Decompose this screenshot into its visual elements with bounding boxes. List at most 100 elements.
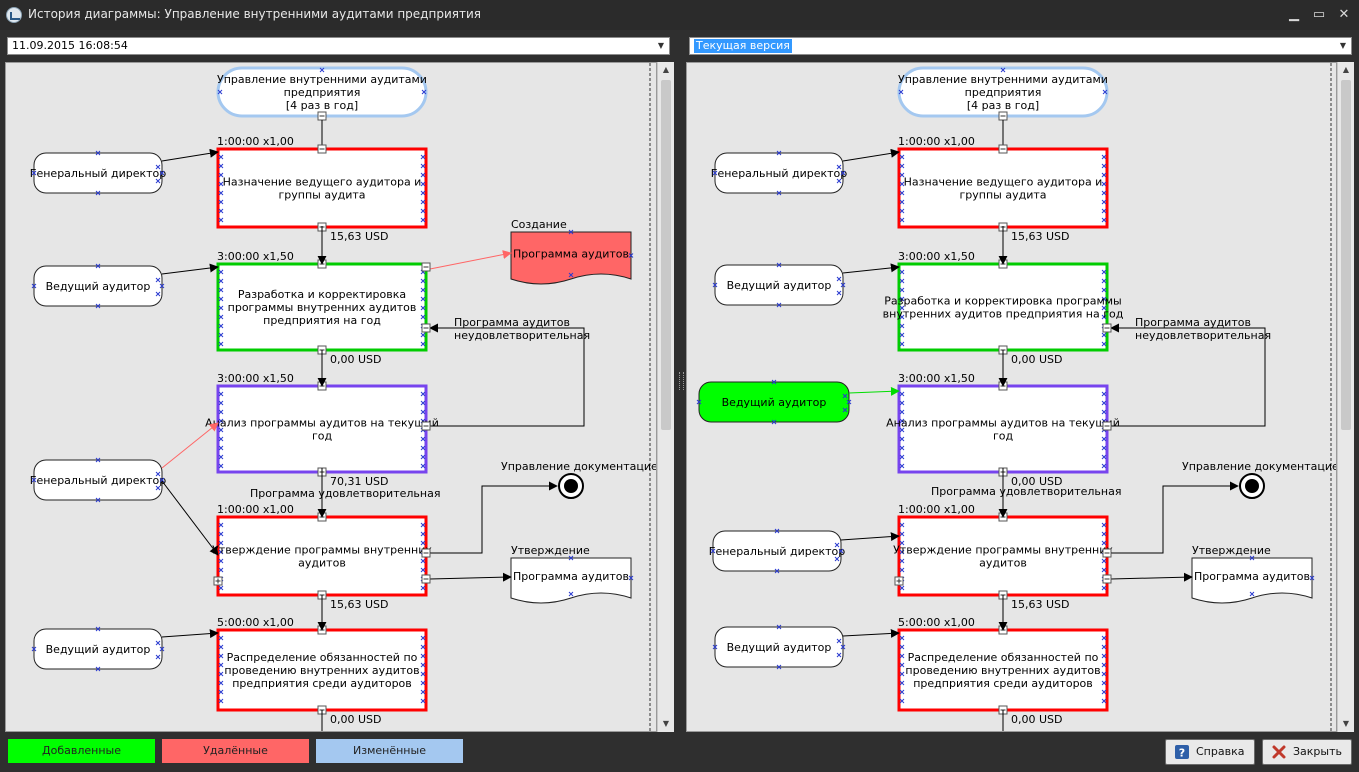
connector-line — [842, 263, 900, 274]
anchor-point-icon — [568, 591, 574, 597]
process-cost: 15,63 USD — [330, 230, 389, 243]
role-label-line: Ведущий аудитор — [722, 396, 827, 409]
anchor-point-icon — [420, 567, 426, 573]
anchor-point-icon — [218, 314, 224, 320]
anchor-point-icon — [1101, 296, 1107, 302]
process-label-line: Утверждение программы внутренних — [893, 544, 1113, 557]
close-button[interactable]: Закрыть — [1262, 739, 1352, 765]
anchor-point-icon — [1309, 575, 1315, 581]
process-label-line: Разработка и корректировка программы — [884, 295, 1121, 308]
anchor-point-icon — [1101, 689, 1107, 695]
anchor-point-icon — [899, 644, 905, 650]
anchor-point-icon — [840, 644, 846, 650]
anchor-point-icon — [95, 190, 101, 196]
document-node[interactable] — [510, 231, 632, 285]
anchor-point-icon — [776, 664, 782, 670]
anchor-point-icon — [1101, 522, 1107, 528]
anchor-point-icon — [420, 409, 426, 415]
anchor-point-icon — [899, 305, 905, 311]
anchor-point-icon — [1101, 217, 1107, 223]
process-node[interactable] — [216, 384, 428, 474]
role-label-line: Генеральный директор — [30, 474, 166, 487]
splitter-grip-icon[interactable] — [679, 372, 684, 390]
process-cost: 0,00 USD — [330, 353, 382, 366]
scroll-down-icon[interactable]: ▼ — [662, 719, 670, 728]
process-time: 5:00:00 x1,00 — [898, 616, 975, 629]
anchor-point-icon — [1101, 190, 1107, 196]
scroll-down-icon[interactable]: ▼ — [1342, 719, 1350, 728]
anchor-point-icon — [218, 181, 224, 187]
chevron-down-icon[interactable]: ▼ — [657, 41, 665, 50]
scroll-up-icon[interactable]: ▲ — [662, 65, 670, 74]
process-label-line: год — [993, 430, 1014, 443]
right-version-select[interactable]: Текущая версия ▼ — [689, 37, 1352, 55]
left-version-value: 11.09.2015 16:08:54 — [12, 39, 128, 52]
process-node[interactable] — [216, 147, 428, 229]
left-version-select[interactable]: 11.09.2015 16:08:54 ▼ — [7, 37, 670, 55]
process-time-line: 5:00:00 x1,00 — [898, 616, 975, 629]
anchor-point-icon — [218, 567, 224, 573]
minimize-button[interactable]: ▁ — [1289, 7, 1299, 22]
title-bar: История диаграммы: Управление внутренним… — [0, 0, 1359, 30]
anchor-point-icon — [218, 296, 224, 302]
anchor-point-icon — [1101, 181, 1107, 187]
process-node[interactable] — [897, 262, 1109, 352]
start-event-label-line: Управление внутренними аудитами — [217, 73, 427, 86]
document-node[interactable] — [510, 557, 632, 604]
anchor-point-icon — [1101, 305, 1107, 311]
anchor-point-icon — [1101, 208, 1107, 214]
anchor-point-icon — [712, 170, 718, 176]
anchor-point-icon — [899, 332, 905, 338]
anchor-point-icon — [899, 163, 905, 169]
anchor-point-icon — [217, 89, 223, 95]
anchor-point-icon — [155, 277, 161, 283]
legend-added: Добавленные — [8, 739, 155, 763]
process-time-line: 5:00:00 x1,00 — [217, 616, 294, 629]
start-event-label-line: [4 раз в год] — [967, 99, 1039, 112]
anchor-point-icon — [155, 291, 161, 297]
process-cost: 0,00 USD — [1011, 713, 1063, 726]
anchor-point-icon — [1101, 445, 1107, 451]
maximize-button[interactable]: ▭ — [1312, 7, 1326, 22]
anchor-point-icon — [420, 445, 426, 451]
process-cost-line: 0,00 USD — [330, 713, 382, 726]
anchor-point-icon — [420, 671, 426, 677]
process-label-line: внутренних аудитов предприятия на год — [883, 308, 1124, 321]
help-button[interactable]: ? Справка — [1165, 739, 1255, 765]
process-node[interactable] — [897, 384, 1109, 474]
document-caption-line: Утверждение — [511, 544, 590, 557]
anchor-point-icon — [420, 689, 426, 695]
window-title: История диаграммы: Управление внутренним… — [28, 7, 481, 21]
left-scrollbar[interactable]: ▲ ▼ — [657, 62, 674, 732]
scroll-up-icon[interactable]: ▲ — [1342, 65, 1350, 74]
anchor-point-icon — [836, 178, 842, 184]
anchor-point-icon — [95, 263, 101, 269]
anchor-point-icon — [899, 445, 905, 451]
right-scrollbar[interactable]: ▲ ▼ — [1337, 62, 1354, 732]
anchor-point-icon — [420, 653, 426, 659]
process-label-line: Назначение ведущего аудитора и — [904, 176, 1103, 189]
anchor-point-icon — [31, 170, 37, 176]
anchor-point-icon — [420, 278, 426, 284]
anchor-point-icon — [771, 419, 777, 425]
chevron-down-icon[interactable]: ▼ — [1339, 41, 1347, 50]
document-node[interactable] — [1191, 557, 1313, 604]
anchor-point-icon — [95, 150, 101, 156]
anchor-point-icon — [899, 172, 905, 178]
anchor-point-icon — [776, 302, 782, 308]
left-scroll-thumb[interactable] — [661, 80, 671, 430]
right-scroll-thumb[interactable] — [1341, 80, 1351, 430]
pane-splitter[interactable] — [677, 62, 685, 732]
process-time: 1:00:00 x1,00 — [898, 503, 975, 516]
anchor-point-icon — [155, 178, 161, 184]
close-window-button[interactable]: ✕ — [1338, 7, 1350, 22]
anchor-point-icon — [1101, 531, 1107, 537]
process-node[interactable] — [216, 515, 428, 597]
anchor-point-icon — [899, 531, 905, 537]
connector-line — [429, 323, 585, 427]
anchor-point-icon — [568, 555, 574, 561]
